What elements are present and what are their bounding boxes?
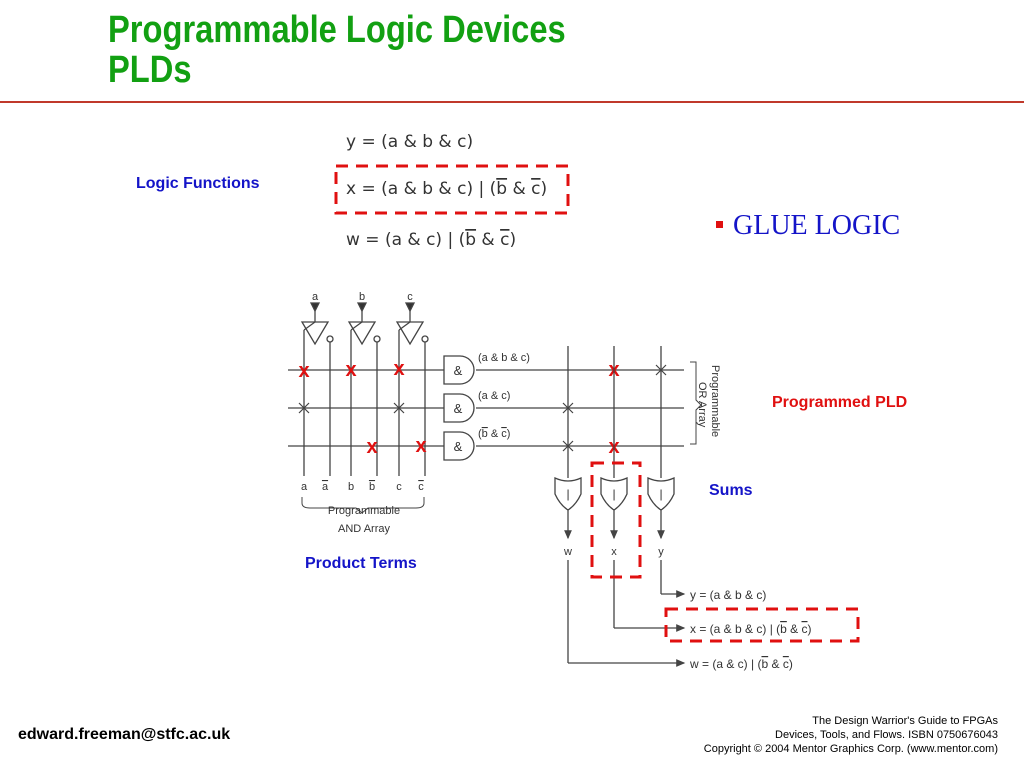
svg-text:a: a [322, 481, 329, 493]
bullet-icon [716, 221, 723, 229]
logic-functions-label: Logic Functions [136, 175, 260, 192]
svg-text:|: | [566, 487, 569, 501]
and-column-labels: a a b b c c [301, 481, 424, 493]
author-email: edward.freeman@stfc.ac.uk [18, 726, 231, 743]
highlight-box-x-or-gate [590, 461, 642, 579]
svg-text:&: & [454, 363, 463, 378]
logic-function-equations: y = (a & b & c) x = (a & b & c) | (b & c… [346, 132, 547, 250]
svg-text:|: | [659, 487, 662, 501]
fuse-b-term1: x [345, 359, 356, 381]
highlight-box-x-output [664, 607, 860, 643]
svg-text:OR Array: OR Array [696, 382, 708, 428]
glue-logic-bullet: GLUE LOGIC [716, 210, 900, 242]
and-term-label-2: (a & c) [478, 390, 510, 402]
fuse-cbar-term3: x [415, 435, 426, 457]
credit-line-2: Devices, Tools, and Flows. ISBN 07506760… [775, 729, 998, 741]
product-terms-label: Product Terms [305, 555, 417, 572]
or-gate-x [600, 476, 628, 511]
or-gate-w [554, 476, 582, 511]
svg-text:Programmable: Programmable [328, 505, 400, 517]
fuse-c-term1: x [393, 358, 404, 380]
programmed-pld-label: Programmed PLD [772, 394, 908, 411]
input-a-label: a [312, 291, 319, 303]
fuse-bbar-term3: x [366, 436, 377, 458]
svg-text:&: & [454, 439, 463, 454]
slide-title: Programmable Logic Devices PLDs [108, 10, 566, 90]
equation-x: x = (a & b & c) | (b & c) [346, 179, 547, 199]
svg-text:&: & [454, 401, 463, 416]
svg-text:c: c [396, 481, 402, 493]
svg-text:a: a [301, 481, 308, 493]
or-array-label: Programmable OR Array [696, 365, 721, 437]
credit-line-3: Copyright © 2004 Mentor Graphics Corp. (… [703, 743, 998, 755]
or-array-lines [567, 346, 662, 478]
and-array-label: Programmable AND Array [328, 505, 400, 535]
svg-text:c: c [418, 481, 424, 493]
glue-logic-text: GLUE LOGIC [733, 210, 901, 241]
title-line-1: Programmable Logic Devices [108, 9, 566, 51]
sums-label: Sums [709, 482, 753, 499]
output-equation-y: y = (a & b & c) [690, 588, 766, 602]
svg-text:AND Array: AND Array [338, 523, 390, 535]
and-term-labels: (a & b & c) (a & c) (b & c) [478, 352, 530, 440]
equation-y: y = (a & b & c) [346, 132, 473, 152]
and-gate-1 [443, 355, 475, 385]
input-c-label: c [407, 291, 413, 303]
credit-line-1: The Design Warrior's Guide to FPGAs [812, 715, 998, 727]
input-b-label: b [359, 291, 365, 303]
and-term-label-1: (a & b & c) [478, 352, 530, 364]
input-buffers [300, 302, 429, 476]
output-y-label: y [658, 546, 664, 558]
fuse-a-term1: x [298, 360, 309, 382]
and-term-label-3: (b & c) [478, 428, 510, 440]
product-term-lines [288, 369, 684, 447]
output-lines [564, 510, 686, 667]
output-w-label: w [563, 546, 572, 558]
svg-text:|: | [612, 487, 615, 501]
svg-text:b: b [348, 481, 354, 493]
title-line-2: PLDs [108, 49, 192, 91]
source-credits: The Design Warrior's Guide to FPGAs Devi… [704, 714, 998, 756]
title-divider [0, 101, 1024, 103]
output-equation-x: x = (a & b & c) | (b & c) [690, 622, 812, 636]
svg-text:b: b [369, 481, 375, 493]
and-gate-3 [443, 431, 475, 461]
output-labels: w x y [563, 546, 664, 558]
output-equations: y = (a & b & c) x = (a & b & c) | (b & c… [689, 588, 812, 671]
or-array-brace [690, 361, 702, 445]
and-array-brace [301, 497, 425, 514]
output-equation-w: w = (a & c) | (b & c) [689, 657, 793, 671]
equation-w: w = (a & c) | (b & c) [346, 230, 516, 250]
input-labels: a b c [312, 291, 413, 303]
or-gates [554, 476, 675, 511]
or-gate-y [647, 476, 675, 511]
and-gate-2 [443, 393, 475, 423]
output-x-label: x [611, 546, 617, 558]
svg-text:Programmable: Programmable [709, 365, 721, 437]
and-gates: & & & [443, 355, 475, 461]
